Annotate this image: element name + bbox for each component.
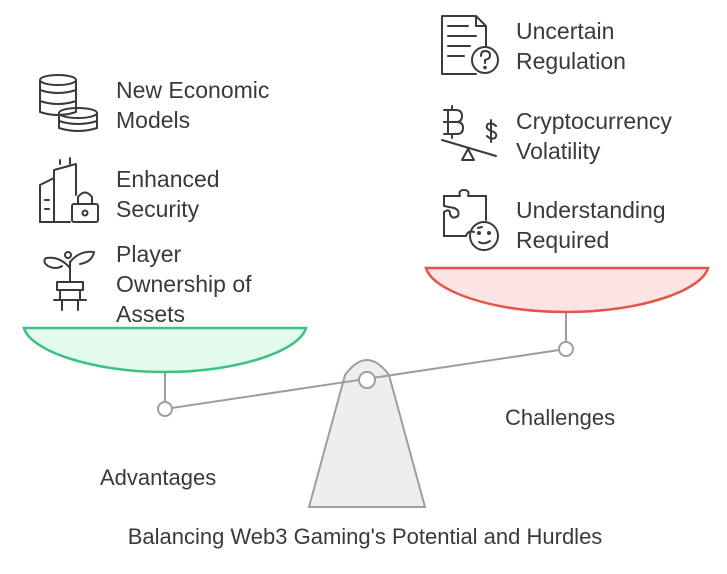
- advantage-label-new-economic-models: New Economic Models: [116, 77, 276, 133]
- fulcrum-pivot: [358, 371, 376, 389]
- diagram-title: Balancing Web3 Gaming's Potential and Hu…: [128, 524, 603, 549]
- bitcoin-dollar-balance-icon: [441, 105, 498, 161]
- database-coins-icon: [39, 74, 98, 132]
- advantage-label-enhanced-security: Enhanced Security: [116, 166, 226, 222]
- beam-right-joint: [558, 341, 574, 357]
- advantage-label-player-ownership: Player Ownership of Assets: [116, 241, 258, 327]
- advantages-label: Advantages: [100, 465, 216, 490]
- challenges-pan: [424, 266, 710, 314]
- fulcrum: [307, 359, 427, 508]
- challenge-label-uncertain-regulation: Uncertain Regulation: [516, 18, 626, 74]
- advantages-pan: [22, 326, 308, 374]
- plant-ownership-icon: [43, 250, 95, 311]
- challenge-label-understanding-required: Understanding Required: [516, 197, 672, 253]
- challenge-label-crypto-volatility: Cryptocurrency Volatility: [516, 108, 678, 164]
- puzzle-face-icon: [443, 189, 499, 251]
- document-question-icon: [441, 15, 499, 75]
- challenges-label: Challenges: [505, 405, 615, 430]
- beam-left-joint: [157, 401, 173, 417]
- building-lock-icon: [39, 157, 99, 223]
